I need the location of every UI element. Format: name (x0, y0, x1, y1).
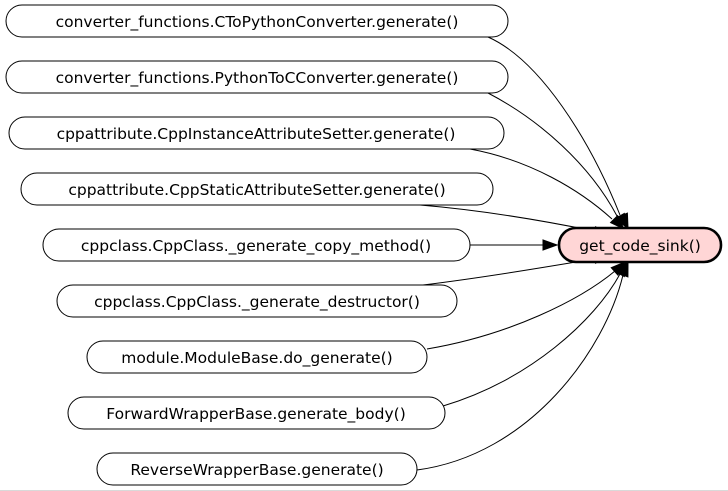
caller-label: cppattribute.CppStaticAttributeSetter.ge… (68, 181, 445, 199)
caller-label: ForwardWrapperBase.generate_body() (106, 405, 406, 424)
caller-node-forward-wrapper-generate-body[interactable]: ForwardWrapperBase.generate_body() (67, 396, 446, 430)
caller-node-static-attribute-setter-generate[interactable]: cppattribute.CppStaticAttributeSetter.ge… (20, 172, 494, 206)
caller-label: cppclass.CppClass._generate_copy_method(… (81, 237, 431, 256)
caller-label: cppclass.CppClass._generate_destructor() (94, 293, 420, 312)
call-edge (422, 258, 595, 286)
call-edge (426, 270, 616, 350)
call-edge (419, 204, 595, 232)
caller-label: ReverseWrapperBase.generate() (130, 461, 383, 479)
caller-label: module.ModuleBase.do_generate() (121, 349, 392, 368)
target-node-get-code-sink[interactable]: get_code_sink() (557, 226, 723, 264)
arrowhead-icon (617, 260, 629, 278)
caller-node-instance-attribute-setter-generate[interactable]: cppattribute.CppInstanceAttributeSetter.… (8, 116, 505, 150)
caller-node-ctopython-generate[interactable]: converter_functions.CToPythonConverter.g… (5, 4, 509, 38)
target-label: get_code_sink() (579, 237, 701, 256)
caller-node-generate-destructor[interactable]: cppclass.CppClass._generate_destructor() (56, 284, 458, 318)
arrowhead-icon (609, 214, 626, 231)
arrowhead-icon (542, 239, 559, 251)
caller-node-module-do-generate[interactable]: module.ModuleBase.do_generate() (86, 340, 428, 374)
nodes-layer: converter_functions.CToPythonConverter.g… (5, 4, 723, 486)
caller-label: cppattribute.CppInstanceAttributeSetter.… (57, 125, 456, 143)
call-edge (487, 36, 621, 216)
caller-label: converter_functions.PythonToCConverter.g… (56, 69, 459, 88)
call-edge (469, 148, 613, 220)
caller-node-pythontoc-generate[interactable]: converter_functions.PythonToCConverter.g… (5, 60, 509, 94)
caller-label: converter_functions.CToPythonConverter.g… (56, 13, 459, 32)
call-edge (416, 274, 624, 471)
caller-node-generate-copy-method[interactable]: cppclass.CppClass._generate_copy_method(… (42, 228, 471, 262)
call-edge (487, 92, 618, 217)
caller-node-reverse-wrapper-generate[interactable]: ReverseWrapperBase.generate() (96, 452, 418, 486)
call-edge (442, 273, 621, 407)
